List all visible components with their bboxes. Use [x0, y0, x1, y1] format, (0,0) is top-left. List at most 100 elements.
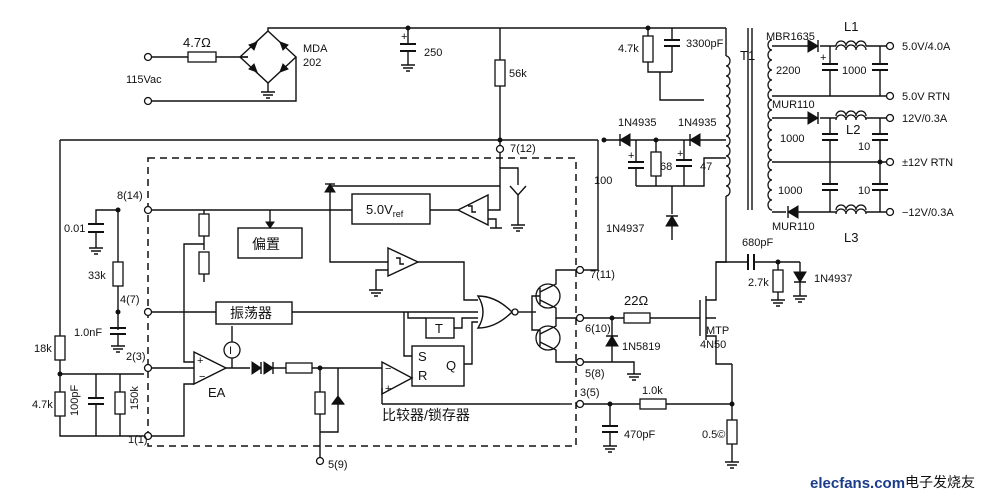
- comparator-latch-label: 比较器/锁存器: [382, 407, 470, 423]
- aux-cap-100-label: 100: [594, 175, 612, 187]
- pin-fb-label: 2(3): [126, 351, 146, 363]
- watermark-site: elecfans.com: [810, 475, 905, 492]
- snubber-cap-label: 3300pF: [686, 38, 724, 50]
- pin-osc: [143, 307, 153, 317]
- error-amplifier: [193, 350, 228, 386]
- input-resistor: [187, 51, 217, 63]
- toggle-label: T: [435, 321, 443, 336]
- left-external-components: 18k 4.7k 100pF 150k 0.01 33k 1.0nF: [32, 140, 144, 437]
- cs-resistor-label: 1.0k: [642, 385, 663, 397]
- bridge-rectifier: [238, 30, 298, 84]
- aux-diode-1-label: 1N4935: [618, 117, 657, 129]
- pin-osc-label: 4(7): [120, 294, 140, 306]
- pin-vref: [143, 205, 153, 215]
- resistor-33k: [112, 261, 124, 287]
- output-neg12v: MUR110 L3 −12V/0.3A 1000 10: [772, 162, 954, 245]
- rtn-12v-terminal: [885, 157, 895, 167]
- aux-resistor-label: 68: [660, 161, 672, 173]
- bulk-cap-label: 250: [424, 47, 442, 59]
- pin-gnd-label: 5(9): [328, 459, 348, 471]
- oscillator-label: 振荡器: [230, 305, 272, 321]
- ic-right-pins: 7(11) 6(10) 5(8) 3(5): [575, 140, 641, 409]
- snubber-resistor-2k7: [772, 269, 784, 293]
- aux-resistor-68: [650, 151, 662, 177]
- input-resistor-label: 4.7Ω: [183, 35, 211, 50]
- svg-text:+: +: [677, 148, 683, 160]
- resistor-150k: [114, 391, 126, 415]
- pin-vref-label: 8(14): [117, 190, 143, 202]
- primary-snubber: 4.7k 3300pF T1: [500, 25, 773, 282]
- pin-pgnd-label: 5(8): [585, 368, 605, 380]
- svg-text:−: −: [199, 371, 205, 383]
- comp-cap-label: 100pF: [69, 385, 81, 416]
- vref-cap-label: 0.01: [64, 223, 85, 235]
- out1-rtn-terminal: [885, 91, 895, 101]
- gate-resistor: [623, 312, 651, 324]
- snubber-cap-680-label: 680pF: [742, 237, 773, 249]
- svg-text:+: +: [628, 150, 634, 162]
- current-sense-comparator: [381, 360, 414, 396]
- resistor-4k7: [54, 391, 66, 417]
- oscillator-block: [215, 301, 293, 325]
- mosfet-label: MTP: [706, 325, 729, 337]
- inductor-l3: [835, 204, 867, 211]
- pin-fb: [143, 363, 153, 373]
- ac-input-section: 4.7Ω 115Vac MDA 202 + 250: [126, 25, 500, 106]
- error-amp-label: EA: [208, 385, 226, 400]
- pin-pgnd: [575, 357, 585, 367]
- out1-voltage-label: 5.0V/4.0A: [902, 41, 951, 53]
- resistor-33k-label: 33k: [88, 270, 106, 282]
- latch-q-label: Q: [446, 358, 456, 373]
- aux-supply: 1N4935 1N4935 + 100 68 + 47 1N4937: [594, 117, 726, 240]
- controller-ic: 8(14) 5.0Vref 偏置 4(7) 振: [117, 167, 576, 471]
- pin-out: [575, 265, 585, 275]
- output-12v: MUR110 L2 12V/0.3A ±12V RTN 1000 10: [772, 99, 953, 169]
- startup-resistor: [494, 59, 506, 87]
- snubber-resistor-2k7-label: 2.7k: [748, 277, 769, 289]
- sense-resistor-label: 0.5©: [702, 429, 725, 441]
- out3-terminal: [885, 207, 895, 217]
- resistor-150k-label: 150k: [129, 386, 141, 410]
- out2-diode-label: MUR110: [772, 99, 815, 111]
- controller-ic-boundary: [147, 157, 577, 447]
- pin-vcc-label: 7(12): [510, 143, 536, 155]
- inductor-l1-label: L1: [844, 19, 858, 34]
- out1-rtn-label: 5.0V RTN: [902, 91, 950, 103]
- sr-latch: [411, 345, 465, 387]
- out3-diode-label: MUR110: [772, 221, 815, 233]
- inductor-l2: [835, 110, 867, 117]
- out3-cap1-label: 1000: [778, 185, 802, 197]
- latch-s-label: S: [418, 349, 427, 364]
- ac-input-terminal-2: [143, 96, 153, 106]
- aux-cap-47-label: 47: [700, 161, 712, 173]
- bridge-label: MDA: [303, 43, 328, 55]
- sense-resistor: [726, 419, 738, 445]
- bias-label: 偏置: [252, 236, 280, 252]
- regulator-amplifier: [456, 193, 489, 227]
- startup-section: 56k 7(12): [60, 28, 598, 168]
- pin-cs: [575, 399, 585, 409]
- mosfet-part-label: 4N50: [700, 339, 726, 351]
- svg-text:+: +: [385, 383, 391, 395]
- out3-cap2-label: 10: [858, 185, 870, 197]
- vref-label: 5.0Vref: [366, 202, 404, 219]
- mosfet-drive: 22Ω 1N5819 MTP 4N50 0.5© 1.0k 470pF 680p…: [584, 237, 853, 469]
- pin-out2-label: 6(10): [585, 323, 611, 335]
- aux-diode-3-label: 1N4937: [606, 223, 645, 235]
- out2-cap1-label: 1000: [780, 133, 804, 145]
- output-5v: MBR1635 L1 5.0V/4.0A 5.0V RTN + 2200 100…: [766, 19, 951, 103]
- inductor-l2-label: L2: [846, 122, 860, 137]
- pin-vcc: [495, 144, 505, 154]
- output-nor-gate: [476, 295, 513, 329]
- svg-text:+: +: [401, 31, 407, 43]
- output-transistor-low: [535, 325, 561, 351]
- gate-resistor-label: 22Ω: [624, 293, 648, 308]
- snubber-diode-label: 1N4937: [814, 273, 853, 285]
- cs-cap-label: 470pF: [624, 429, 655, 441]
- watermark: elecfans.com 电子发烧友: [810, 474, 975, 492]
- startup-resistor-label: 56k: [509, 68, 527, 80]
- transformer-primary: [725, 55, 731, 197]
- current-source-label: I: [229, 345, 232, 357]
- out2-voltage-label: 12V/0.3A: [902, 113, 948, 125]
